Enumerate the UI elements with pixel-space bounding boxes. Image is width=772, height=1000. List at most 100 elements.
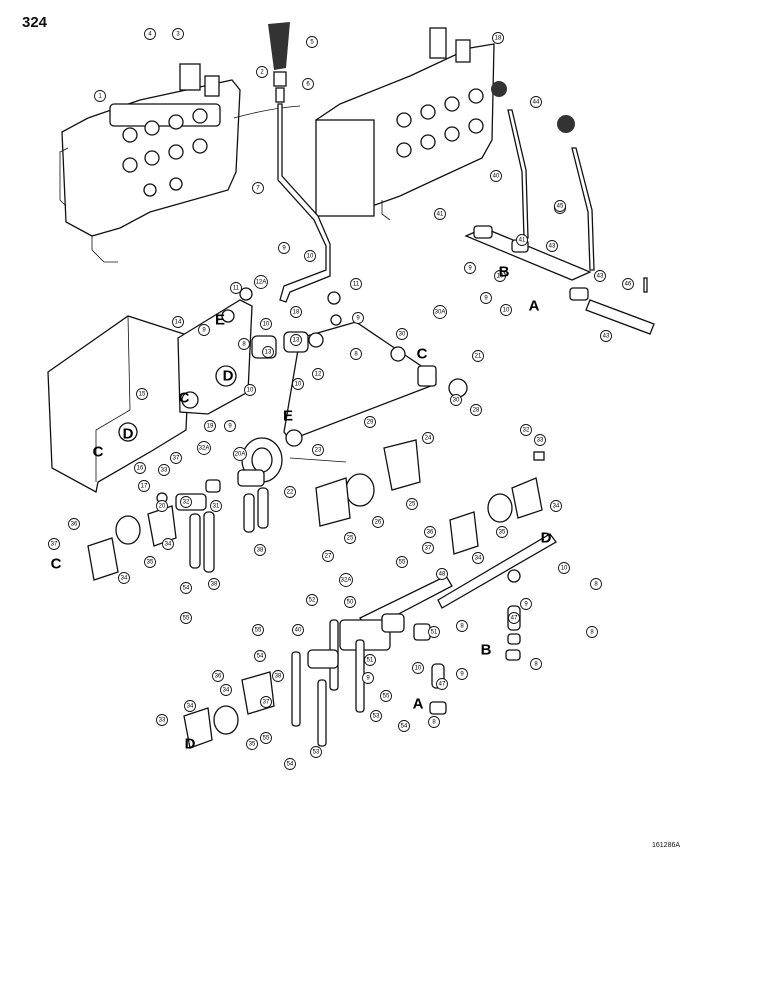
svg-text:41: 41 xyxy=(519,238,526,244)
letter-marker-d-2: D xyxy=(123,426,134,443)
callout-50: 50 xyxy=(344,596,356,608)
svg-text:18: 18 xyxy=(495,36,502,42)
svg-text:34: 34 xyxy=(187,704,194,710)
callout-55-5: 55 xyxy=(380,690,392,702)
svg-text:12: 12 xyxy=(315,372,322,378)
svg-text:28: 28 xyxy=(473,408,480,414)
svg-text:8: 8 xyxy=(594,582,598,588)
callout-45: 45 xyxy=(554,200,566,212)
svg-text:35: 35 xyxy=(249,742,256,748)
svg-text:43: 43 xyxy=(549,244,556,250)
svg-text:9: 9 xyxy=(282,246,286,252)
svg-text:48: 48 xyxy=(439,572,446,578)
callout-16: 16 xyxy=(134,462,146,474)
svg-text:5: 5 xyxy=(310,40,314,46)
svg-text:14: 14 xyxy=(175,320,182,326)
svg-text:55: 55 xyxy=(183,616,190,622)
mounting-plate xyxy=(47,299,253,493)
svg-text:53: 53 xyxy=(373,714,380,720)
callout-36: 36 xyxy=(68,518,80,530)
svg-text:30A: 30A xyxy=(435,310,446,316)
callout-37: 37 xyxy=(48,538,60,550)
callout-10-6: 10 xyxy=(244,384,256,396)
callout-54: 54 xyxy=(180,582,192,594)
connecting-line xyxy=(233,105,301,119)
callout-35-3: 35 xyxy=(246,738,258,750)
letter-marker-a-2: A xyxy=(413,696,424,713)
callout-23: 23 xyxy=(312,444,324,456)
svg-text:10: 10 xyxy=(497,274,504,280)
callout-54-2: 54 xyxy=(254,650,266,662)
svg-text:10: 10 xyxy=(263,322,270,328)
svg-text:35: 35 xyxy=(499,530,506,536)
callout-28: 28 xyxy=(470,404,482,416)
callout-25: 25 xyxy=(406,498,418,510)
svg-text:25: 25 xyxy=(347,536,354,542)
svg-text:8: 8 xyxy=(242,342,246,348)
svg-text:15: 15 xyxy=(139,392,146,398)
svg-text:32A: 32A xyxy=(199,446,210,452)
svg-text:20: 20 xyxy=(159,504,166,510)
callout-55-2: 55 xyxy=(180,612,192,624)
callout-26: 26 xyxy=(372,516,384,528)
svg-text:20A: 20A xyxy=(235,452,246,458)
callout-38-3: 38 xyxy=(272,670,284,682)
svg-text:37: 37 xyxy=(425,546,432,552)
page-number: 324 xyxy=(22,14,48,31)
callout-11: 11 xyxy=(230,282,242,294)
callout-55-4: 55 xyxy=(260,732,272,744)
svg-text:34: 34 xyxy=(165,542,172,548)
letter-marker-c-2: C xyxy=(179,390,190,407)
callout-10: 10 xyxy=(304,250,316,262)
figure-id: 161286A xyxy=(652,842,681,849)
callout-9-9: 9 xyxy=(362,672,374,684)
callout-8: 8 xyxy=(238,338,250,350)
svg-text:21: 21 xyxy=(475,354,482,360)
callout-17: 17 xyxy=(138,480,150,492)
callout-33-2: 33 xyxy=(156,714,168,726)
callout-12a: 12A xyxy=(254,275,268,289)
callout-8-5: 8 xyxy=(586,626,598,638)
callout-36-3: 36 xyxy=(424,526,436,538)
svg-text:36: 36 xyxy=(71,522,78,528)
callout-34-2: 34 xyxy=(162,538,174,550)
letter-marker-e: E xyxy=(215,312,225,329)
callout-34-5: 34 xyxy=(220,684,232,696)
svg-text:10: 10 xyxy=(295,382,302,388)
svg-text:33: 33 xyxy=(537,438,544,444)
svg-text:13: 13 xyxy=(293,338,300,344)
callout-41: 41 xyxy=(434,208,446,220)
middle-assembly xyxy=(175,429,421,573)
callout-20a: 20A xyxy=(233,447,247,461)
letter-marker-d: D xyxy=(223,368,234,385)
svg-text:55: 55 xyxy=(399,560,406,566)
callout-10-2: 10 xyxy=(494,270,506,282)
svg-text:10: 10 xyxy=(247,388,254,394)
svg-text:41: 41 xyxy=(437,212,444,218)
callout-30a: 30A xyxy=(433,305,447,319)
letter-marker-c-3: C xyxy=(93,444,104,461)
callout-51: 51 xyxy=(428,626,440,638)
callout-35: 35 xyxy=(144,556,156,568)
svg-text:23: 23 xyxy=(315,448,322,454)
svg-text:9: 9 xyxy=(460,672,464,678)
callout-1: 1 xyxy=(94,90,106,102)
callout-34: 34 xyxy=(118,572,130,584)
callout-55: 55 xyxy=(396,556,408,568)
letter-marker-a: A xyxy=(529,298,540,315)
callout-32: 32 xyxy=(520,424,532,436)
svg-text:13: 13 xyxy=(265,350,272,356)
callout-15: 15 xyxy=(136,388,148,400)
callout-53-2: 53 xyxy=(310,746,322,758)
svg-text:9: 9 xyxy=(484,296,488,302)
svg-text:47: 47 xyxy=(439,682,446,688)
letter-marker-c-4: C xyxy=(51,556,62,573)
callout-31: 31 xyxy=(210,500,222,512)
svg-text:11: 11 xyxy=(353,282,360,288)
callout-18-2: 18 xyxy=(290,306,302,318)
svg-text:10: 10 xyxy=(307,254,314,260)
svg-text:37: 37 xyxy=(51,542,58,548)
svg-text:3: 3 xyxy=(176,32,180,38)
svg-text:8: 8 xyxy=(354,352,358,358)
